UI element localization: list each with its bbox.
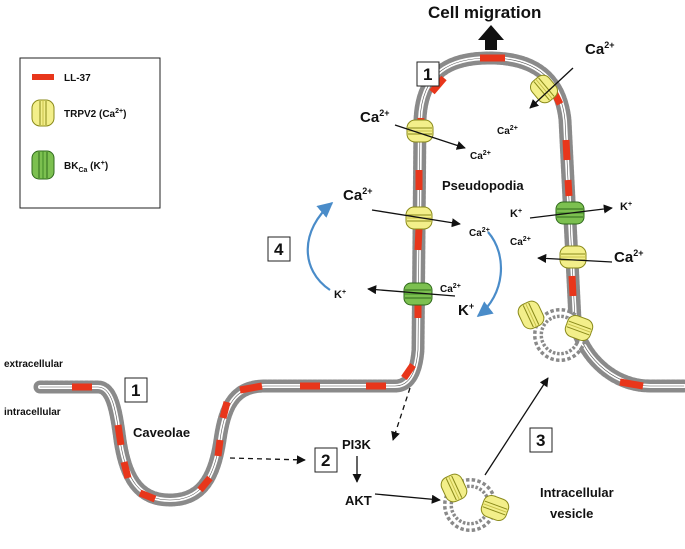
legend-trpv2-icon: [31, 99, 55, 127]
legend-bk-icon: [31, 150, 55, 180]
legend: LL-37 TRPV2 (Ca2+) BKCa (K+): [19, 57, 161, 209]
legend-ll37-label: LL-37: [64, 73, 91, 84]
intracellular-label: intracellular: [4, 407, 61, 418]
ca-label-inner-top-right: Ca2+: [497, 125, 518, 137]
svg-text:4: 4: [274, 240, 284, 259]
legend-ll37-swatch: [32, 74, 54, 80]
k-label-left-outer: K+: [334, 289, 346, 301]
k-label-right-outer: K+: [620, 201, 632, 213]
pi3k-label: PI3K: [342, 437, 372, 452]
intracellular-vesicle-label-line1: Intracellular: [540, 485, 614, 500]
ca-label-left-1: Ca2+: [360, 108, 389, 126]
akt-label: AKT: [345, 493, 372, 508]
fusing-vesicle: [515, 298, 596, 362]
step-box-2: 2: [314, 447, 338, 473]
svg-text:1: 1: [423, 65, 432, 84]
svg-text:1: 1: [131, 381, 140, 400]
migration-arrow-icon: [478, 25, 504, 50]
ca-label-right-outer: Ca2+: [614, 248, 643, 266]
intracellular-vesicle-label-line2: vesicle: [550, 506, 593, 521]
ca-label-inner-2: Ca2+: [469, 227, 490, 239]
extracellular-label: extracellular: [4, 359, 63, 370]
cell-migration-label: Cell migration: [428, 3, 541, 22]
step-box-1-top: 1: [416, 61, 440, 87]
intracellular-vesicle: [438, 471, 512, 532]
ca-label-right-inner: Ca2+: [510, 236, 531, 248]
svg-text:3: 3: [536, 431, 545, 450]
legend-trpv2-label: TRPV2 (Ca2+): [64, 108, 126, 120]
ca-label-inner-1: Ca2+: [470, 150, 491, 162]
ca-label-top-right: Ca2+: [585, 40, 614, 58]
ca-label-left-2: Ca2+: [343, 186, 372, 204]
k-label-right-inner: K+: [510, 208, 522, 220]
k-label-bk-inner: K+: [458, 301, 474, 319]
step-box-4: 4: [267, 236, 291, 262]
svg-text:2: 2: [321, 451, 330, 470]
caveolae-label: Caveolae: [133, 425, 190, 440]
trpv2-channel-right: [559, 245, 587, 269]
pseudopodia-label: Pseudopodia: [442, 178, 524, 193]
trpv2-channel-left-1: [406, 119, 434, 143]
feedback-arrow-right: [476, 231, 503, 317]
step-box-1-bottom: 1: [124, 377, 148, 403]
signaling-arrows: [229, 377, 549, 504]
legend-bk-label: BKCa (K+): [64, 160, 108, 174]
step-box-3: 3: [529, 427, 553, 453]
ion-arrows: [367, 67, 613, 297]
ca-label-bk-inner: Ca2+: [440, 283, 461, 295]
feedback-arrow-left: [306, 202, 334, 291]
